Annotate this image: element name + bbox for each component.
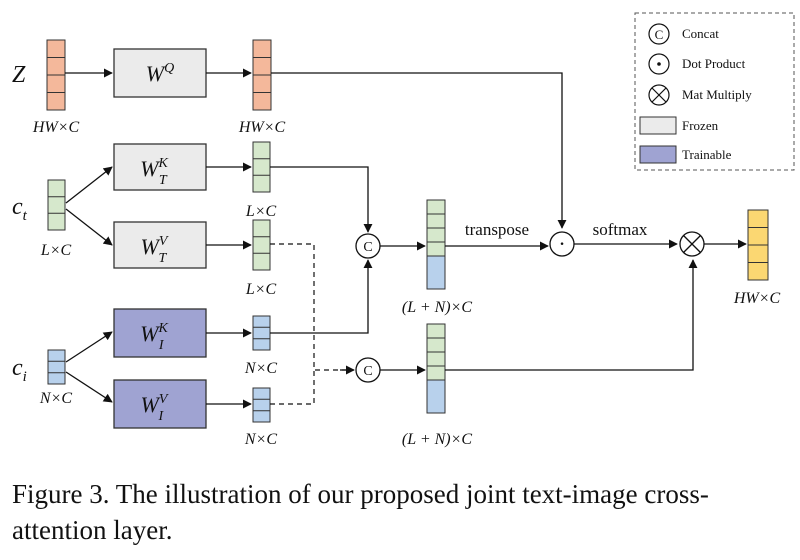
legend-concat: C Concat: [648, 23, 719, 45]
mat-multiply-op: [679, 231, 705, 257]
ct-label: ct: [12, 194, 28, 224]
legend-trainable: Trainable: [639, 145, 732, 164]
iv-dim: N×C: [244, 431, 277, 448]
figure-caption: Figure 3. The illustration of our propos…: [12, 476, 792, 548]
caption-line-1: Figure 3. The illustration of our propos…: [12, 479, 709, 509]
tv-dim: L×C: [245, 281, 277, 298]
svg-text:C: C: [655, 27, 664, 42]
ct-dim: L×C: [40, 242, 72, 259]
v-concat-dim: (L + N)×C: [402, 431, 473, 448]
concat-key-op: C: [355, 233, 381, 259]
legend-mat-multiply: Mat Multiply: [648, 84, 752, 106]
svg-text:Mat Multiply: Mat Multiply: [682, 87, 752, 102]
svg-text:WVI: WVI: [141, 392, 169, 424]
transpose-label: transpose: [465, 220, 529, 239]
tv-vector: [252, 219, 271, 271]
svg-text:Trainable: Trainable: [682, 147, 732, 162]
ci-label: ci: [12, 355, 27, 385]
q-vector: [252, 39, 272, 111]
ik-vector: [252, 315, 271, 351]
svg-text:Frozen: Frozen: [682, 118, 719, 133]
z-dim: HW×C: [32, 119, 80, 136]
output-vector: [747, 209, 769, 281]
svg-text:C: C: [363, 240, 372, 255]
svg-text:WKI: WKI: [140, 321, 168, 353]
iv-vector: [252, 387, 271, 423]
dot-product-op: ·: [549, 231, 575, 257]
svg-text:Concat: Concat: [682, 26, 719, 41]
legend-frozen: Frozen: [639, 116, 719, 135]
wq-box: WQ: [113, 48, 207, 98]
v-concat-vector: [426, 323, 446, 414]
legend: C Concat Dot Product Mat Multiply Frozen…: [634, 12, 795, 171]
k-concat-dim: (L + N)×C: [402, 299, 473, 316]
z-label: Z: [12, 62, 26, 88]
k-concat-vector: [426, 199, 446, 290]
tk-dim: L×C: [245, 203, 277, 220]
svg-text:C: C: [363, 364, 372, 379]
svg-text:WKT: WKT: [140, 156, 168, 188]
caption-line-2: attention layer.: [12, 515, 173, 545]
concat-value-op: C: [355, 357, 381, 383]
ik-dim: N×C: [244, 360, 277, 377]
z-vector: [46, 39, 66, 111]
svg-text:WQ: WQ: [146, 61, 174, 86]
q-dim: HW×C: [238, 119, 286, 136]
output-dim: HW×C: [733, 290, 781, 307]
softmax-label: softmax: [593, 220, 648, 239]
ct-vector: [47, 179, 66, 231]
legend-dot-product: Dot Product: [648, 53, 746, 75]
ci-vector: [47, 349, 66, 385]
tk-vector: [252, 141, 271, 193]
svg-text:Dot Product: Dot Product: [682, 56, 746, 71]
svg-text:·: ·: [559, 236, 564, 253]
ci-dim: N×C: [39, 390, 72, 407]
svg-text:WVT: WVT: [141, 234, 169, 266]
